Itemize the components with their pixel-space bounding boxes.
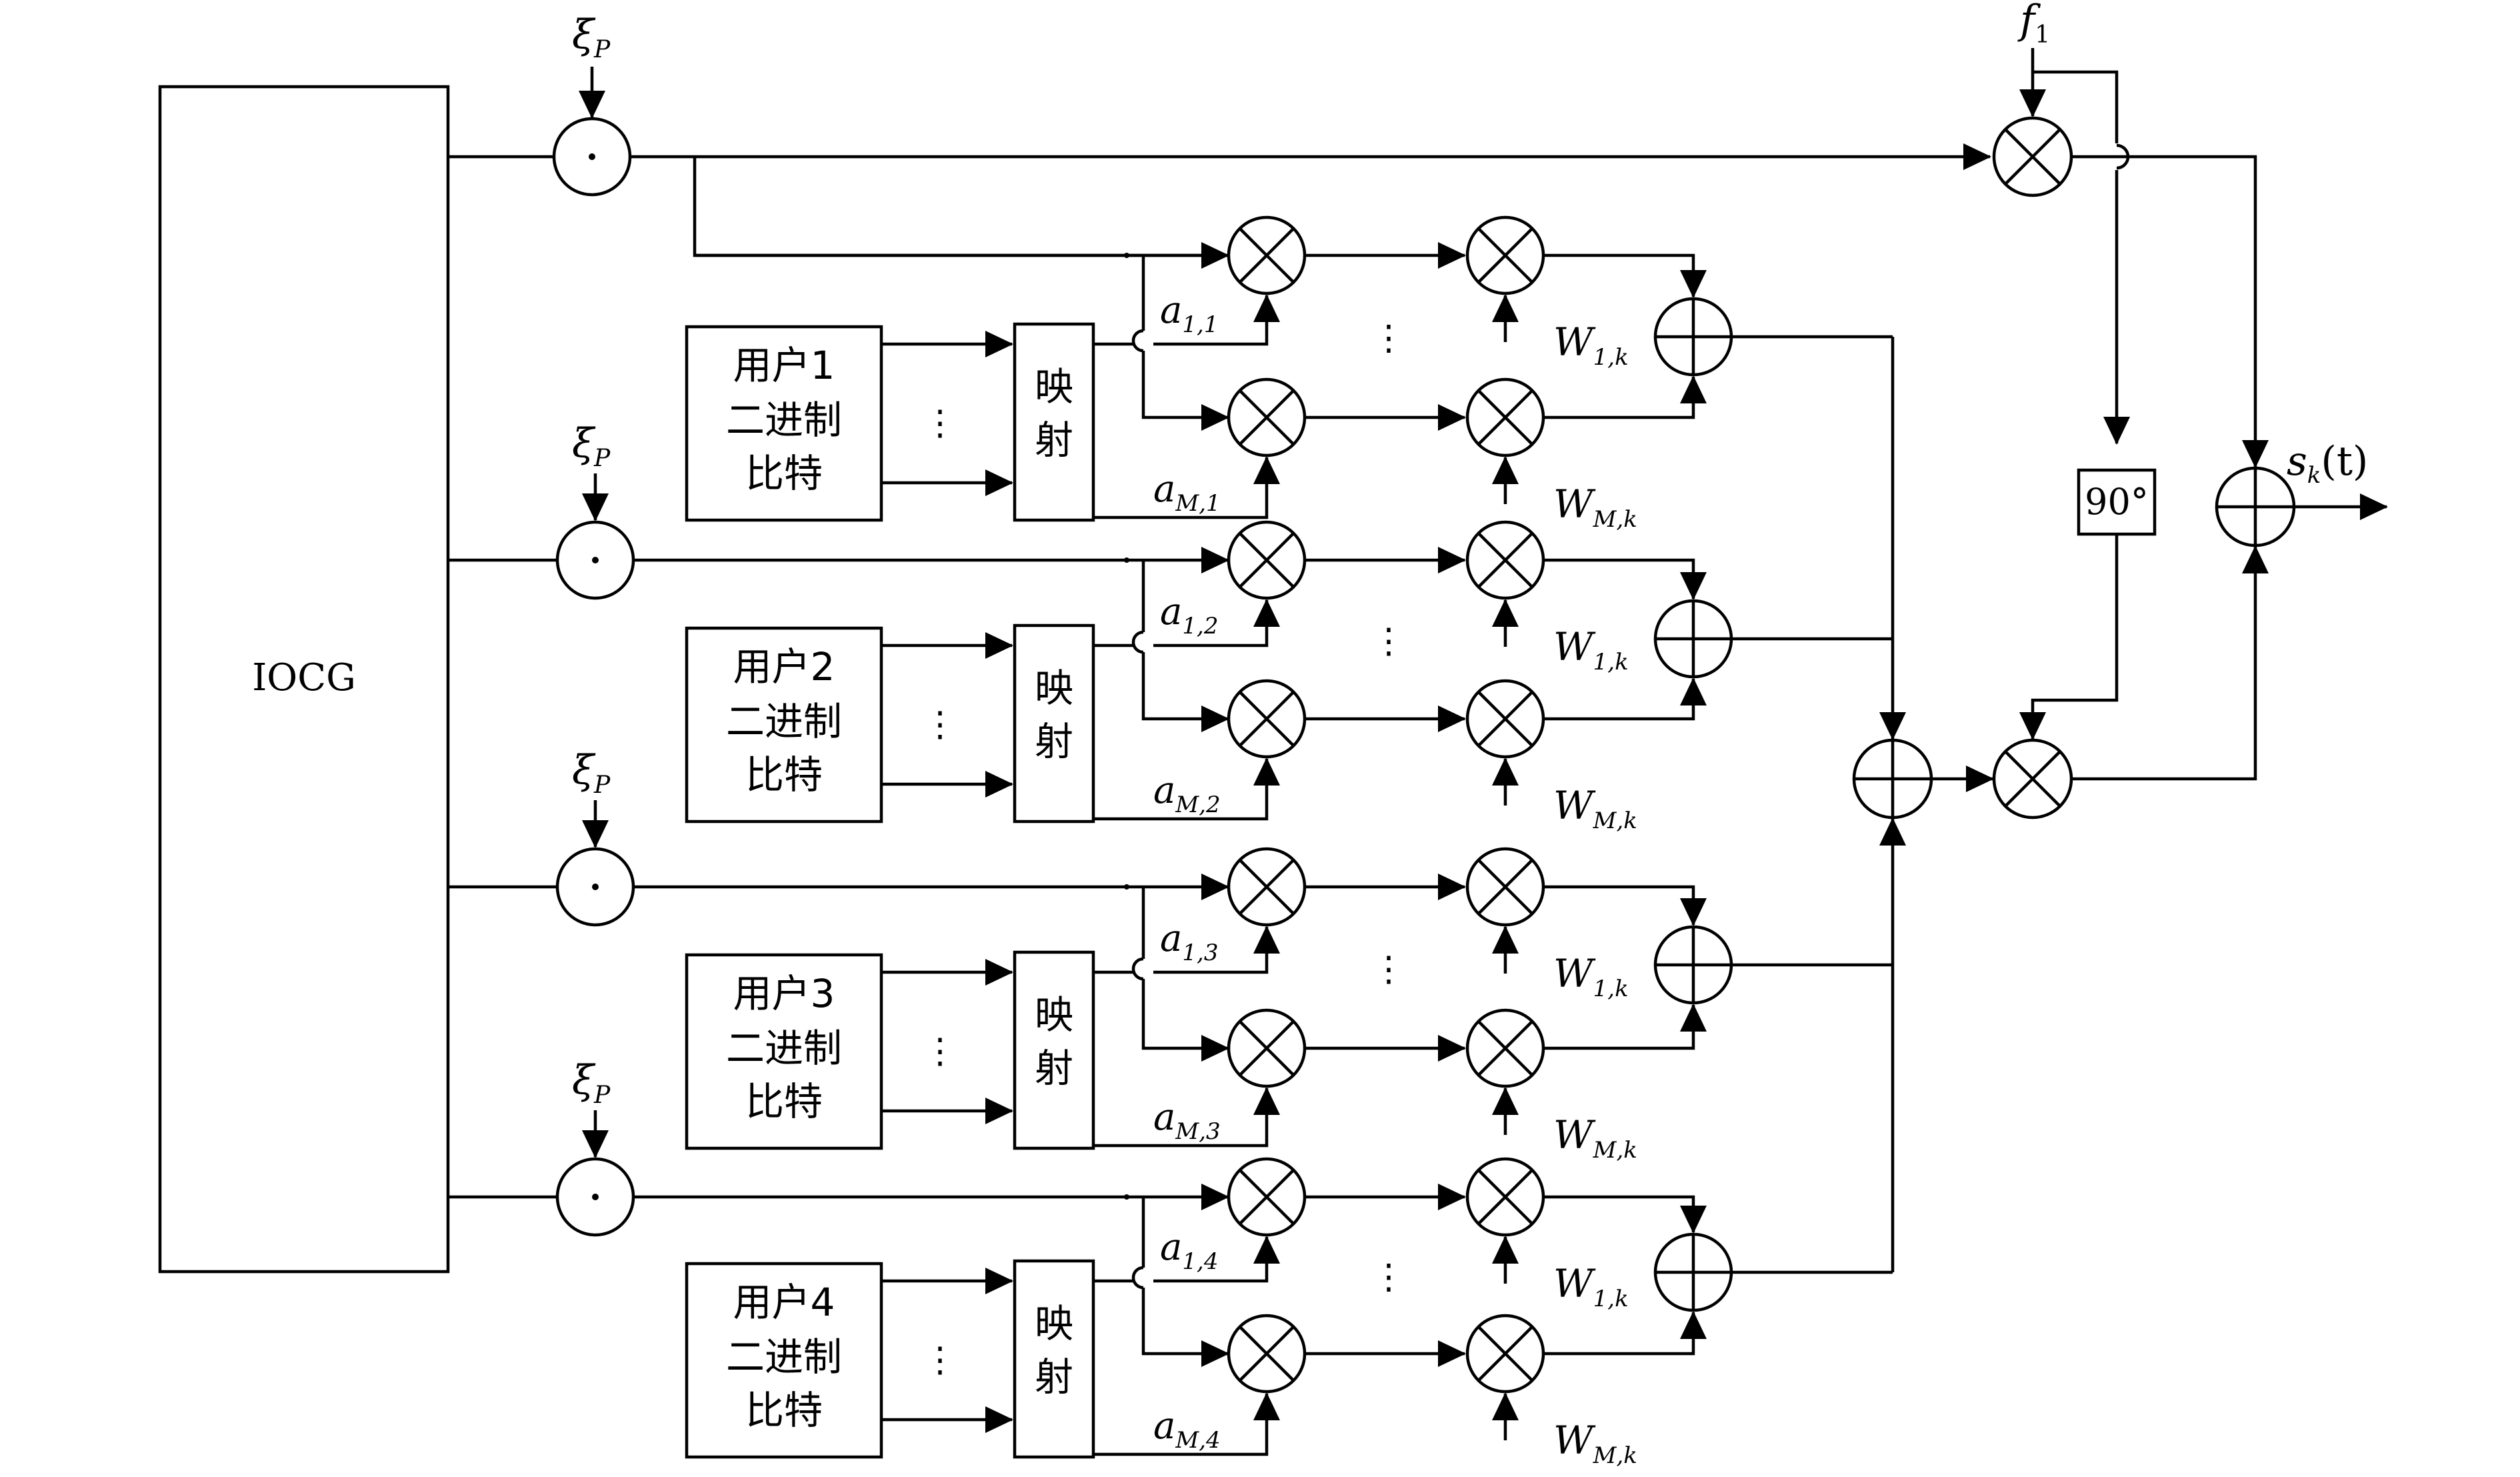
user-line2: 二进制 bbox=[726, 397, 842, 443]
user-label: 用户3 bbox=[733, 971, 835, 1016]
walsh-label-top: W1,k bbox=[1553, 319, 1629, 371]
dot-multiplier bbox=[555, 847, 635, 927]
dot-multiplier bbox=[555, 520, 635, 600]
mapper-box: 映射 bbox=[1013, 1259, 1095, 1459]
ellipsis: ⋮ bbox=[1371, 319, 1406, 359]
user-label: 用户2 bbox=[733, 644, 835, 689]
user-line3: 比特 bbox=[745, 1388, 823, 1433]
map-char-2: 射 bbox=[1035, 1046, 1073, 1091]
branch-summer bbox=[1653, 925, 1733, 1005]
xi-top-label: ξP bbox=[572, 11, 611, 63]
code-multiplier-bottom bbox=[1227, 377, 1307, 457]
ellipsis: ⋮ bbox=[923, 705, 957, 745]
output-label: sk(t) bbox=[2287, 438, 2368, 489]
code-multiplier-bottom bbox=[1227, 1008, 1307, 1088]
branch-summer bbox=[1653, 297, 1733, 377]
walsh-multiplier-top bbox=[1465, 520, 1545, 600]
map-char-1: 映 bbox=[1035, 665, 1073, 711]
code-multiplier-top bbox=[1227, 520, 1307, 600]
user-line2: 二进制 bbox=[726, 1026, 842, 1071]
branch-summer bbox=[1653, 599, 1733, 679]
coef-a-top: a1,1 bbox=[1160, 289, 1218, 338]
walsh-multiplier-bottom bbox=[1465, 377, 1545, 457]
coef-a-top: a1,2 bbox=[1160, 590, 1218, 639]
ellipsis: ⋮ bbox=[923, 1340, 957, 1380]
f1-label: f1 bbox=[2017, 0, 2050, 49]
xi-label: ξP bbox=[572, 420, 611, 472]
user-label: 用户1 bbox=[733, 343, 835, 388]
ellipsis: ⋮ bbox=[1371, 1258, 1406, 1298]
user-line2: 二进制 bbox=[726, 1334, 842, 1380]
user-line2: 二进制 bbox=[726, 699, 842, 744]
map-char-1: 映 bbox=[1035, 364, 1073, 409]
coef-a-bottom: aM,3 bbox=[1153, 1096, 1221, 1145]
walsh-label-bottom: WM,k bbox=[1553, 783, 1637, 834]
map-char-2: 射 bbox=[1035, 719, 1073, 764]
coef-a-bottom: aM,4 bbox=[1153, 1404, 1221, 1454]
user-line3: 比特 bbox=[745, 752, 823, 798]
ellipsis: ⋮ bbox=[923, 403, 957, 443]
code-multiplier-top bbox=[1227, 1157, 1307, 1237]
walsh-multiplier-top bbox=[1465, 847, 1545, 927]
ellipsis: ⋮ bbox=[1371, 950, 1406, 990]
mapper-box: 映射 bbox=[1013, 322, 1095, 522]
user-label: 用户4 bbox=[733, 1280, 835, 1325]
xi-label: ξP bbox=[572, 747, 611, 799]
map-char-2: 射 bbox=[1035, 417, 1073, 463]
mapper-box: 映射 bbox=[1013, 950, 1095, 1150]
map-char-2: 射 bbox=[1035, 1354, 1073, 1400]
user-branches: 用户1二进制比特⋮映射a1,1aM,1⋮W1,kWM,kξP用户2二进制比特⋮映… bbox=[448, 215, 1906, 1469]
carrier-path: ξP f1 90° sk(t) bbox=[448, 0, 2388, 820]
xi-label: ξP bbox=[572, 1057, 611, 1109]
user-line3: 比特 bbox=[745, 1079, 823, 1124]
branch-summer bbox=[1653, 1232, 1733, 1312]
ellipsis: ⋮ bbox=[923, 1032, 957, 1072]
walsh-label-top: W1,k bbox=[1553, 624, 1629, 675]
map-char-1: 映 bbox=[1035, 1301, 1073, 1346]
coef-a-top: a1,4 bbox=[1160, 1226, 1218, 1275]
iocg-block: IOCG bbox=[158, 85, 450, 1274]
coef-a-bottom: aM,2 bbox=[1153, 769, 1221, 818]
walsh-label-top: W1,k bbox=[1553, 1261, 1629, 1312]
phase-label: 90° bbox=[2085, 481, 2149, 523]
walsh-label-bottom: WM,k bbox=[1553, 1418, 1637, 1469]
walsh-multiplier-top bbox=[1465, 215, 1545, 295]
coef-a-bottom: aM,1 bbox=[1153, 467, 1221, 517]
walsh-label-top: W1,k bbox=[1553, 951, 1629, 1002]
code-multiplier-top bbox=[1227, 847, 1307, 927]
map-char-1: 映 bbox=[1035, 992, 1073, 1038]
walsh-multiplier-top bbox=[1465, 1157, 1545, 1237]
walsh-label-bottom: WM,k bbox=[1553, 1112, 1637, 1164]
mapper-box: 映射 bbox=[1013, 623, 1095, 824]
code-multiplier-bottom bbox=[1227, 1314, 1307, 1394]
ellipsis: ⋮ bbox=[1371, 621, 1406, 661]
walsh-multiplier-bottom bbox=[1465, 1008, 1545, 1088]
coef-a-top: a1,3 bbox=[1160, 917, 1218, 966]
dot-multiplier bbox=[555, 1157, 635, 1237]
code-multiplier-top bbox=[1227, 215, 1307, 295]
user-line3: 比特 bbox=[745, 451, 823, 496]
code-multiplier-bottom bbox=[1227, 679, 1307, 759]
walsh-label-bottom: WM,k bbox=[1553, 481, 1637, 533]
iocg-label: IOCG bbox=[252, 656, 356, 699]
walsh-multiplier-bottom bbox=[1465, 679, 1545, 759]
walsh-multiplier-bottom bbox=[1465, 1314, 1545, 1394]
